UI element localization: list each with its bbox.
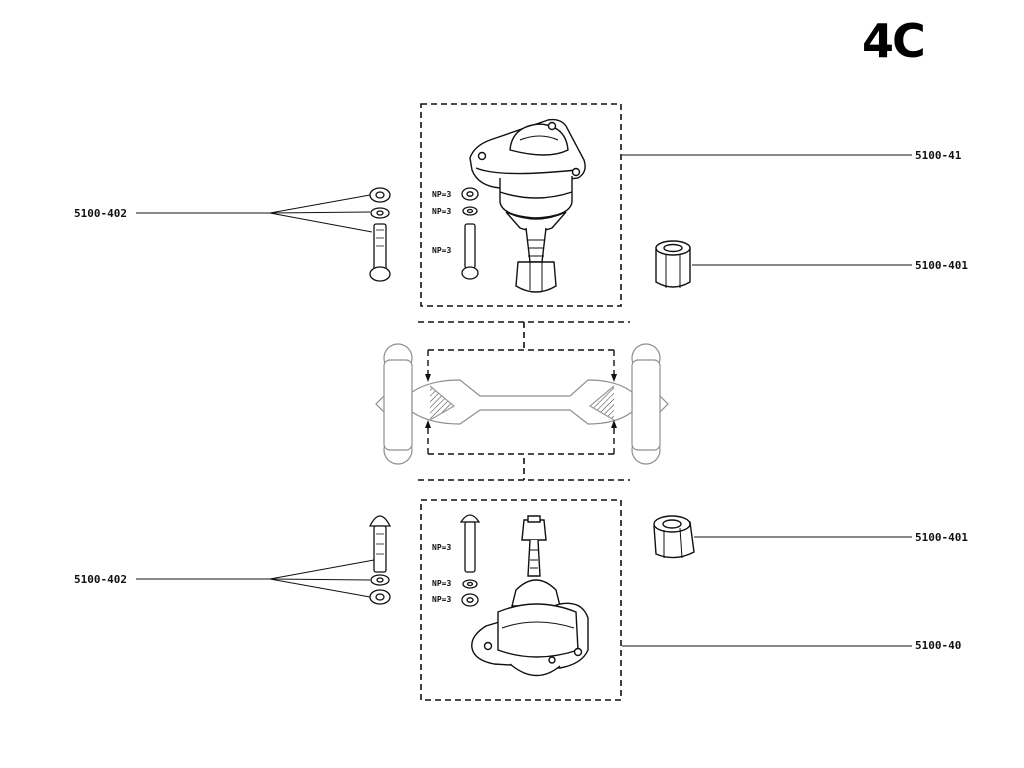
lower-connector xyxy=(418,458,630,481)
qty-upper-washer: NP=3 xyxy=(432,207,452,216)
upper-left-hardware xyxy=(369,187,391,282)
upper-connector xyxy=(418,321,630,348)
qty-upper-nut: NP=3 xyxy=(432,190,452,199)
qty-upper-bolt: NP=3 xyxy=(432,246,452,255)
axle-arrows xyxy=(425,374,617,428)
label-lower-bolt-kit: 5100-402 xyxy=(74,573,127,586)
upper-inner-hardware xyxy=(461,187,479,280)
qty-lower-bolt: NP=3 xyxy=(432,543,452,552)
axle-dashed-guides xyxy=(427,349,615,455)
upper-ball-joint xyxy=(469,118,586,293)
qty-lower-washer: NP=3 xyxy=(432,579,452,588)
lower-leader-lines xyxy=(136,536,912,647)
lower-detail-frame xyxy=(420,499,622,701)
label-upper-nut: 5100-401 xyxy=(915,259,968,272)
lower-inner-hardware xyxy=(459,514,481,607)
label-upper-bolt-kit: 5100-402 xyxy=(74,207,127,220)
plate-code: 4C xyxy=(862,14,926,68)
label-lower-ball-joint: 5100-40 xyxy=(915,639,962,652)
lower-right-nut xyxy=(653,515,695,559)
upper-detail-frame xyxy=(420,103,622,307)
axle-assembly xyxy=(375,343,669,465)
qty-lower-nut: NP=3 xyxy=(432,595,452,604)
upper-right-nut xyxy=(655,240,691,288)
lower-ball-joint xyxy=(471,515,589,677)
label-upper-ball-joint: 5100-41 xyxy=(915,149,962,162)
label-lower-nut: 5100-401 xyxy=(915,531,968,544)
upper-leader-lines xyxy=(136,154,912,266)
lower-left-hardware xyxy=(368,515,392,605)
